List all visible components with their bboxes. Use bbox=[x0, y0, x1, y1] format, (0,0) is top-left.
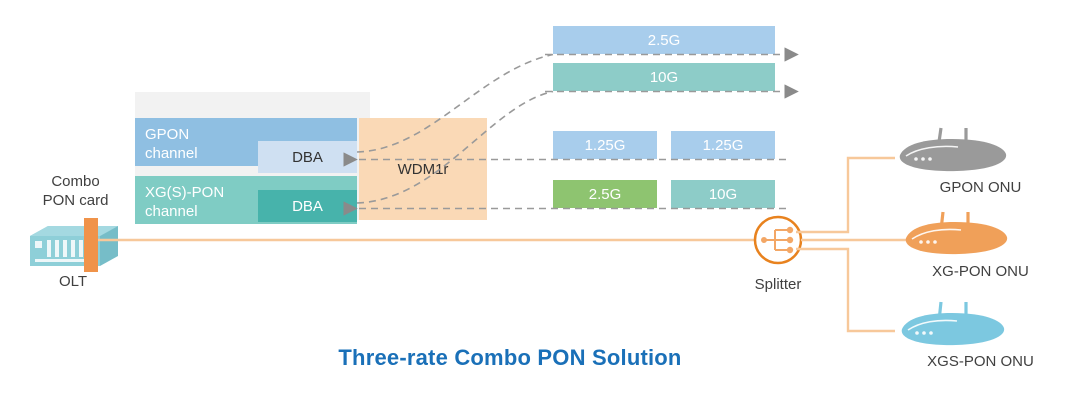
splitter-icon bbox=[753, 215, 803, 265]
combo-pon-card-label: Combo PON card bbox=[42, 173, 109, 209]
upstream-bar-1.25g-a: 1.25G bbox=[553, 131, 657, 159]
diagram-title: Three-rate Combo PON Solution bbox=[0, 345, 1020, 371]
onu-xgspon-label: XGS-PON ONU bbox=[927, 353, 1034, 370]
onu-gpon-label: GPON ONU bbox=[939, 179, 1022, 196]
upstream-bar-1.25g-b: 1.25G bbox=[671, 131, 775, 159]
splitter-label: Splitter bbox=[754, 276, 802, 293]
onu-xgpon-device bbox=[905, 211, 1008, 255]
onu-gpon-device bbox=[899, 127, 1007, 172]
upstream-bar-2.5g: 2.5G bbox=[553, 180, 657, 208]
onu-xgpon-label: XG-PON ONU bbox=[932, 263, 1029, 280]
olt-label: OLT bbox=[58, 273, 88, 290]
page-title: Three-rate Combo PON Solution bbox=[338, 345, 682, 370]
onu-xgspon-device bbox=[901, 301, 1005, 346]
combo-pon-card bbox=[84, 218, 98, 272]
olt-device bbox=[30, 218, 118, 272]
wdm1r-label: WDM1r bbox=[397, 160, 449, 178]
downstream-bar-2.5g: 2.5G bbox=[553, 26, 775, 54]
gpon-dba-block: DBA bbox=[258, 141, 357, 173]
downstream-bar-10g: 10G bbox=[553, 63, 775, 91]
upstream-bar-10g: 10G bbox=[671, 180, 775, 208]
wdm1r-block: WDM1r bbox=[359, 118, 487, 220]
xgspon-dba-block: DBA bbox=[258, 190, 357, 222]
